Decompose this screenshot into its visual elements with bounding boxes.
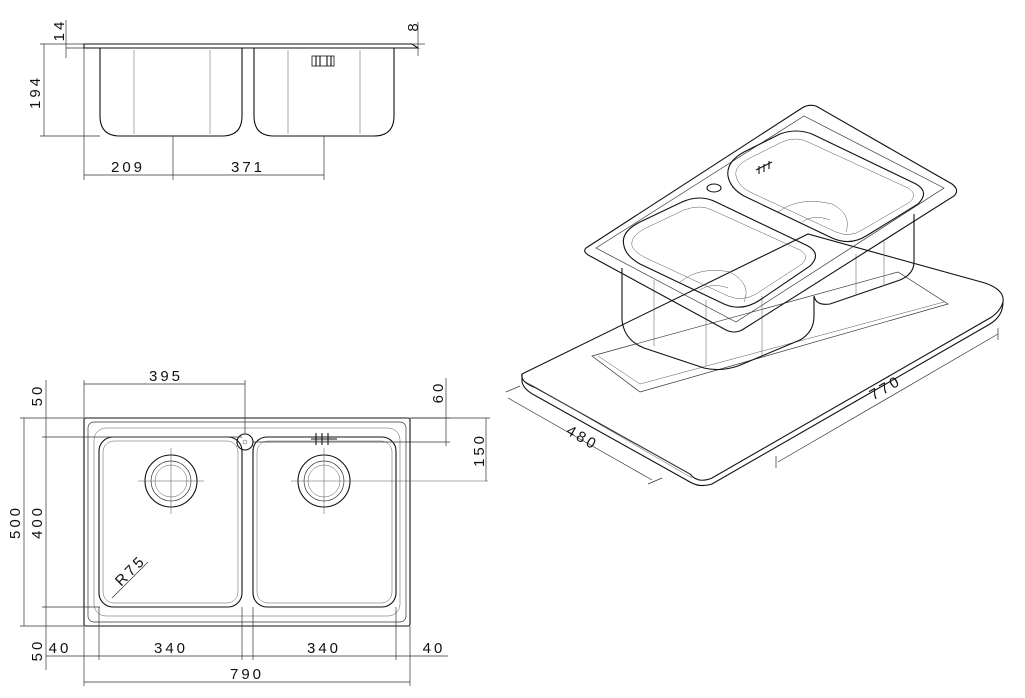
right-drain-icon bbox=[291, 448, 488, 514]
iso-sink-body bbox=[621, 214, 915, 371]
dim-rim-edge: 8 bbox=[405, 20, 422, 31]
side-view-right-bowl bbox=[253, 48, 395, 137]
iso-left-bowl bbox=[622, 197, 817, 308]
dim-overall-length: 790 bbox=[230, 666, 264, 683]
side-view-rim bbox=[83, 43, 420, 49]
dim-cutout-depth: 480 bbox=[563, 422, 601, 454]
dim-top-margin-left: 50 bbox=[29, 384, 46, 407]
dim-tap-hole-offset: 395 bbox=[149, 368, 183, 385]
dim-bottom-margin: 50 bbox=[29, 639, 46, 662]
dim-overall-width: 500 bbox=[7, 505, 24, 539]
dim-drain-left-offset: 209 bbox=[111, 159, 145, 176]
dim-drain-from-top: 150 bbox=[471, 433, 488, 467]
countertop-slab bbox=[521, 233, 1004, 487]
dim-top-margin-right: 60 bbox=[430, 381, 447, 404]
side-view-left-bowl bbox=[99, 48, 243, 137]
overflow-slot-icon bbox=[311, 55, 335, 67]
countertop-cutout bbox=[591, 271, 949, 393]
dim-bowl-width-left: 340 bbox=[154, 640, 188, 657]
dim-drain-spacing: 371 bbox=[231, 159, 265, 176]
top-view-right-bowl bbox=[252, 436, 397, 608]
dim-rim-thickness: 14 bbox=[51, 19, 68, 42]
overflow-icon bbox=[311, 433, 337, 445]
dim-bowl-width-right: 340 bbox=[307, 640, 341, 657]
iso-overflow-icon bbox=[755, 161, 773, 174]
top-view: R75 395 500 50 400 50 60 150 40 34 bbox=[7, 368, 490, 686]
top-view-outer-rim bbox=[83, 417, 411, 627]
dim-bowl-height: 400 bbox=[29, 505, 46, 539]
dim-corner-radius: R75 bbox=[112, 552, 150, 590]
left-drain-icon bbox=[138, 448, 204, 514]
dim-left-margin: 40 bbox=[49, 640, 72, 657]
iso-sink-rim bbox=[584, 104, 958, 333]
dim-right-margin: 40 bbox=[423, 640, 446, 657]
iso-right-bowl bbox=[727, 130, 925, 243]
isometric-view: 480 770 bbox=[505, 104, 1004, 487]
side-view: 14 194 8 209 371 bbox=[27, 19, 425, 180]
iso-tap-hole-icon bbox=[706, 183, 722, 193]
dim-bowl-depth: 194 bbox=[27, 75, 44, 109]
